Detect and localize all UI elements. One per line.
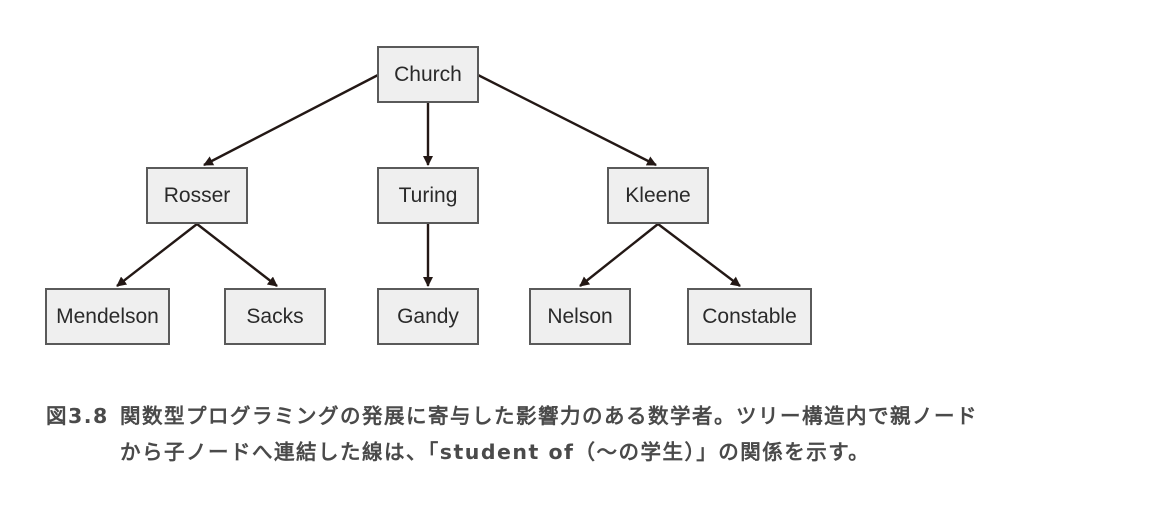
edge-rosser-sacks	[196, 223, 278, 287]
node-church: Church	[377, 46, 479, 103]
edge-rosser-mendelson	[116, 223, 198, 287]
caption-text-2: から子ノードへ連結した線は、「student of（〜の学生）」の関係を示す。	[120, 440, 871, 464]
node-mendelson: Mendelson	[45, 288, 170, 345]
figure-caption: 図3.8 関数型プログラミングの発展に寄与した影響力のある数学者。ツリー構造内で親…	[46, 398, 1156, 470]
edge-kleene-constable	[657, 223, 741, 287]
figure-number: 図3.8	[46, 404, 109, 428]
node-turing: Turing	[377, 167, 479, 224]
edge-church-rosser	[203, 73, 379, 167]
edge-church-kleene	[477, 73, 657, 167]
node-gandy: Gandy	[377, 288, 479, 345]
tree-edges	[116, 73, 741, 287]
node-kleene: Kleene	[607, 167, 709, 224]
edge-kleene-nelson	[579, 223, 659, 287]
node-rosser: Rosser	[146, 167, 248, 224]
caption-text-1: 関数型プログラミングの発展に寄与した影響力のある数学者。ツリー構造内で親ノード	[120, 404, 978, 428]
caption-line-1: 図3.8 関数型プログラミングの発展に寄与した影響力のある数学者。ツリー構造内で親…	[46, 398, 1156, 434]
node-sacks: Sacks	[224, 288, 326, 345]
caption-line-2: から子ノードへ連結した線は、「student of（〜の学生）」の関係を示す。	[46, 434, 1156, 470]
node-constable: Constable	[687, 288, 812, 345]
student-of-tree-diagram: Church Rosser Turing Kleene Mendelson Sa…	[45, 46, 812, 345]
node-nelson: Nelson	[529, 288, 631, 345]
